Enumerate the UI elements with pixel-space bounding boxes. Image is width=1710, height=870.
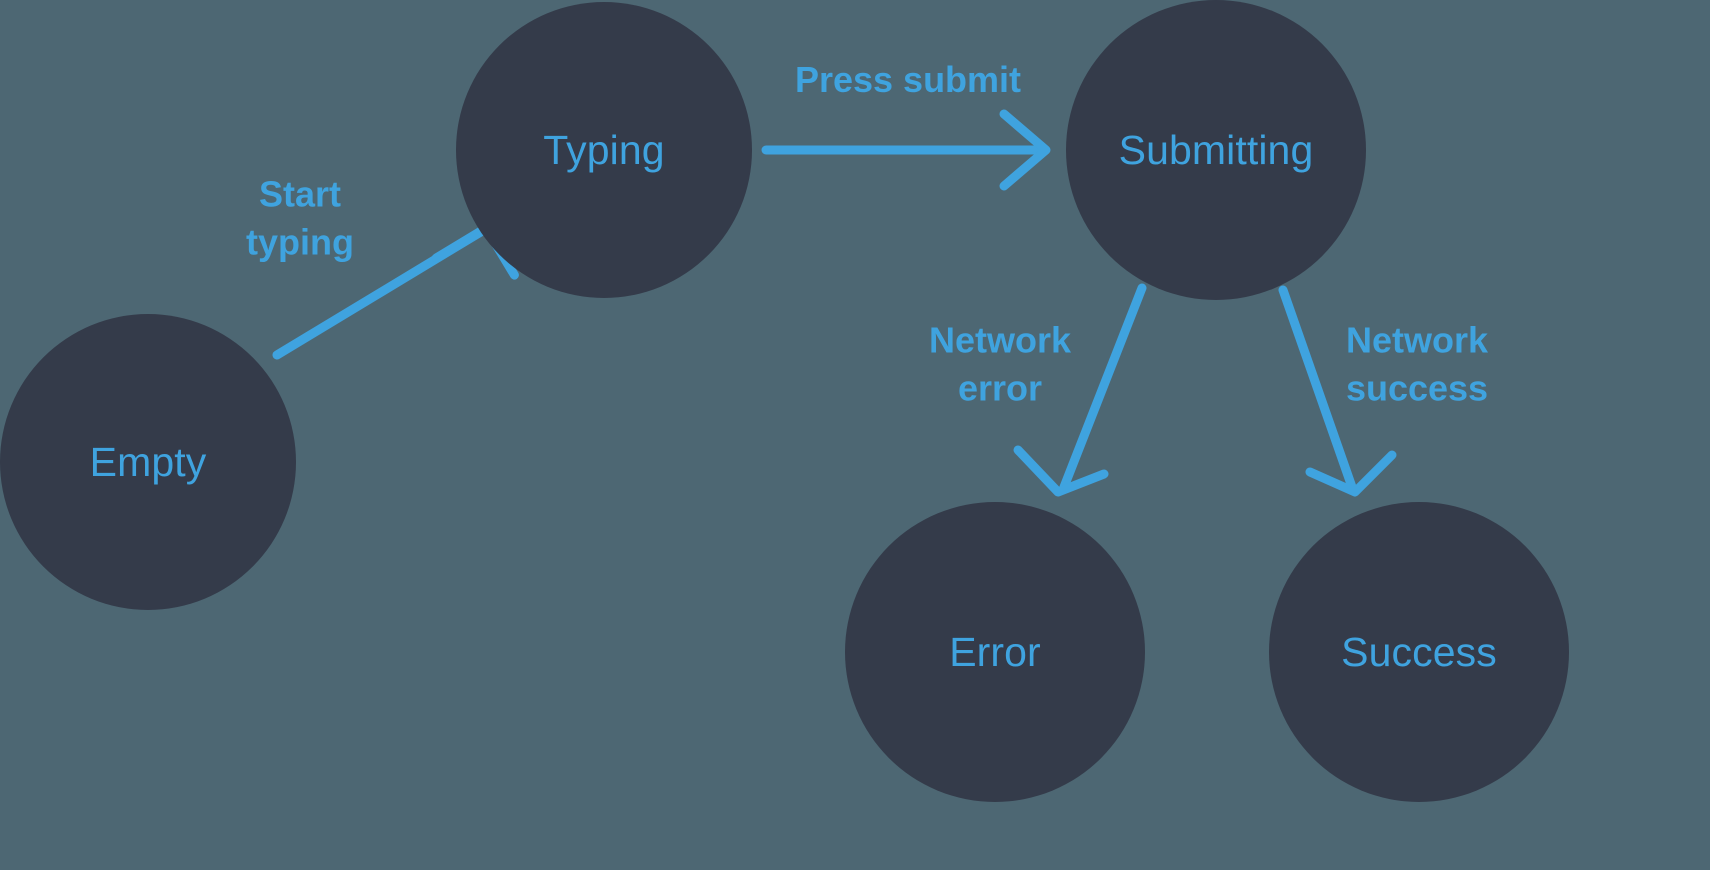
transition-label-start-typing: Start typing <box>246 173 354 262</box>
state-node-empty[interactable]: Empty <box>0 314 296 610</box>
state-node-empty-label: Empty <box>89 438 207 485</box>
transition-arrow-network-error <box>1013 283 1147 497</box>
state-node-success-label: Success <box>1341 628 1497 675</box>
transition-arrow-press-submit <box>761 109 1051 191</box>
transition-label-press-submit: Press submit <box>794 59 1022 101</box>
state-node-error[interactable]: Error <box>845 502 1145 802</box>
state-node-submitting-label: Submitting <box>1118 126 1314 173</box>
transition-label-network-error: Network error <box>928 319 1072 408</box>
state-node-success[interactable]: Success <box>1269 502 1569 802</box>
state-node-typing-label: Typing <box>543 126 665 173</box>
transition-label-network-success: Network success <box>1345 319 1489 408</box>
state-node-typing[interactable]: Typing <box>456 2 752 298</box>
state-node-error-label: Error <box>949 628 1041 675</box>
transition-arrow-network-success <box>1278 285 1397 497</box>
state-node-submitting[interactable]: Submitting <box>1066 0 1366 300</box>
